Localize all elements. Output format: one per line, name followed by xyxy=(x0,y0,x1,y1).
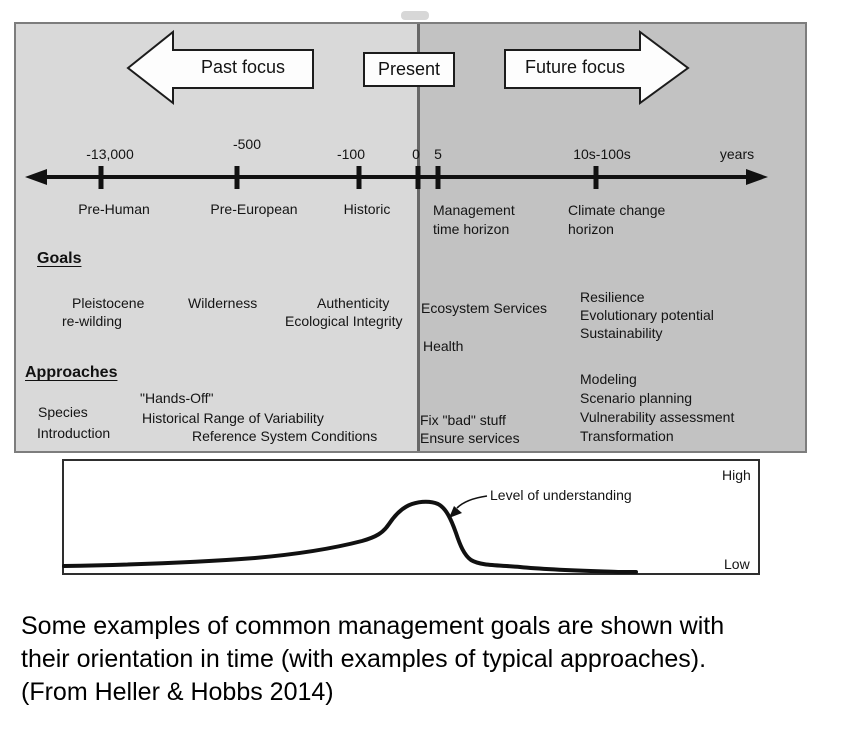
tick-label--13000: -13,000 xyxy=(86,146,134,162)
approach-fix-bad-stuff: Fix "bad" stuff xyxy=(420,412,506,428)
approach-species-line2: Introduction xyxy=(37,425,111,441)
goal-ecological-integrity: Ecological Integrity xyxy=(285,313,403,329)
present-divider-line xyxy=(417,24,420,451)
present-label: Present xyxy=(377,59,441,79)
approach-ensure-services: Ensure services xyxy=(420,430,520,446)
goal-evolutionary-potential: Evolutionary potential xyxy=(580,307,714,323)
era-pre-human: Pre-Human xyxy=(78,201,150,217)
understanding-plot-box xyxy=(62,459,760,575)
approach-scenario-planning: Scenario planning xyxy=(580,390,693,406)
tick-label--100: -100 xyxy=(336,146,366,162)
past-focus-label: Past focus xyxy=(200,57,286,77)
curve-annotation-label: Level of understanding xyxy=(490,487,632,503)
approach-hands-off: "Hands-Off" xyxy=(140,390,214,406)
plot-high-label: High xyxy=(722,467,751,483)
present-box: Present xyxy=(363,52,455,87)
goal-ecosystem-services: Ecosystem Services xyxy=(421,300,548,316)
goal-pleistocene-line1: Pleistocene xyxy=(72,295,145,311)
tick-label-10s-100s: 10s-100s xyxy=(573,146,631,162)
goal-sustainability: Sustainability xyxy=(580,325,663,341)
era-climate-horizon: Climate change horizon xyxy=(568,202,666,237)
figure-caption: Some examples of common management goals… xyxy=(21,610,821,709)
era-management-horizon: Management time horizon xyxy=(433,202,515,237)
goal-wilderness: Wilderness xyxy=(188,295,258,311)
tick-label-5: 5 xyxy=(434,146,442,162)
plot-low-label: Low xyxy=(724,556,750,572)
approach-vulnerability: Vulnerability assessment xyxy=(580,409,735,425)
tick-label--500: -500 xyxy=(232,136,262,152)
goal-authenticity: Authenticity xyxy=(317,295,390,311)
caption-line-3: (From Heller & Hobbs 2014) xyxy=(21,678,334,706)
approach-modeling: Modeling xyxy=(580,371,637,387)
approach-species-line1: Species xyxy=(38,404,88,420)
approach-transformation: Transformation xyxy=(580,428,674,444)
axis-unit-label: years xyxy=(719,146,755,162)
approaches-heading: Approaches xyxy=(25,364,118,381)
top-edge-smudge xyxy=(401,11,429,20)
goals-heading: Goals xyxy=(37,250,82,267)
approach-reference-system: Reference System Conditions xyxy=(192,428,378,444)
future-focus-label: Future focus xyxy=(524,57,626,77)
caption-line-2: their orientation in time (with examples… xyxy=(21,645,707,673)
caption-line-1: Some examples of common management goals… xyxy=(21,612,725,640)
goal-health: Health xyxy=(423,338,464,354)
goal-resilience: Resilience xyxy=(580,289,645,305)
era-pre-european: Pre-European xyxy=(210,201,298,217)
era-historic: Historic xyxy=(343,201,391,217)
goal-pleistocene-line2: re-wilding xyxy=(62,313,122,329)
approach-historical-range: Historical Range of Variability xyxy=(142,410,324,426)
tick-label-0: 0 xyxy=(412,146,420,162)
